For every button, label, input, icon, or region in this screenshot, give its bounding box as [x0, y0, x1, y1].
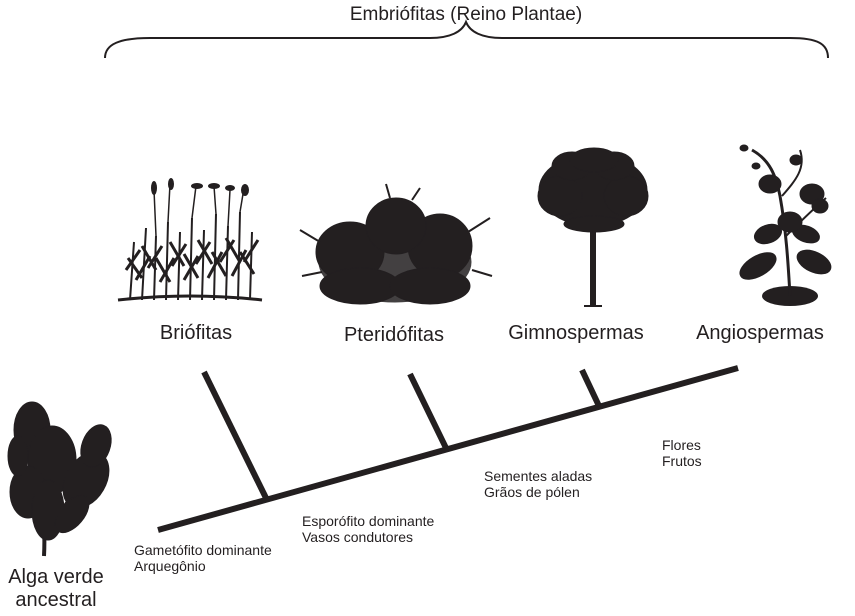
conifer-tree-icon [537, 147, 649, 307]
group-label-angiospermas: Angiospermas [696, 322, 824, 344]
main-axis [157, 365, 739, 533]
ancestor-label: Alga verde ancestral [8, 566, 104, 612]
trait-line: Vasos condutores [302, 529, 414, 546]
ancestor-line: Alga verde [8, 566, 104, 588]
trait-label-esporofito: Esporófito dominante Vasos condutores [302, 513, 434, 545]
trait-label-gametofito: Gametófito dominante Arquegônio [134, 542, 272, 574]
embryophyte-brace [104, 19, 829, 59]
group-label-pteridofitas: Pteridófitas [343, 324, 445, 346]
moss-icon [117, 178, 263, 302]
diagram-title: Embriófitas (Reino Plantae) [349, 4, 583, 25]
branch-gimnospermas [579, 368, 602, 408]
branch-pteridofitas [407, 372, 449, 450]
trait-line: Gametófito dominante [134, 542, 272, 558]
ancestor-line: ancestral [15, 589, 97, 611]
trait-line: Grãos de pólen [484, 484, 580, 501]
trait-line: Sementes aladas [484, 468, 593, 484]
fern-icon [299, 183, 493, 305]
trait-line: Arquegônio [134, 558, 206, 575]
group-label-briofitas: Briófitas [159, 322, 233, 344]
trait-line: Frutos [662, 453, 702, 470]
trait-line: Flores [662, 437, 701, 453]
cladogram-tree [157, 365, 739, 533]
branch-briofitas [201, 370, 269, 500]
trait-label-flores: Flores Frutos [662, 437, 702, 469]
group-label-gimnospermas: Gimnospermas [508, 322, 644, 344]
trait-line: Esporófito dominante [302, 513, 435, 529]
flowering-plant-icon [739, 144, 832, 306]
trait-label-sementes: Sementes aladas Grãos de pólen [484, 468, 592, 500]
green-alga-icon [7, 401, 112, 557]
